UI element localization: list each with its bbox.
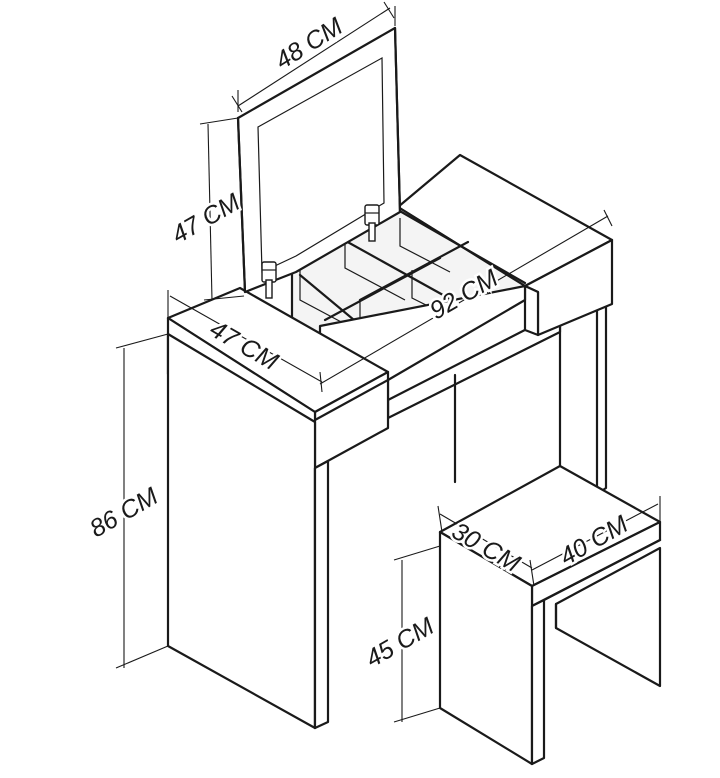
label-mirror-height: 47 CM [167,188,245,249]
right-hinge [364,204,380,242]
mirror-glass [257,56,385,273]
dressing-table [166,26,614,730]
dimension-lines [115,1,661,723]
left-leg-front [313,459,330,730]
stool [438,464,662,766]
label-stool-height: 45 CM [361,612,439,673]
left-hinge [261,261,277,299]
